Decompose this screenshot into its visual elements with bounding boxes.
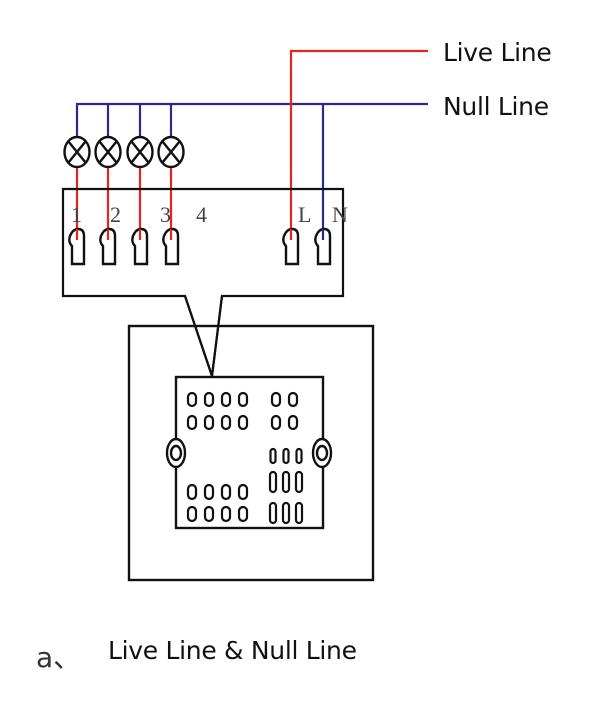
lamp-cross-circle-icon	[157, 135, 185, 169]
contact-slot	[186, 391, 198, 408]
contact-pin	[268, 470, 278, 494]
contact-pin	[294, 501, 304, 525]
switch-outer-plate	[127, 324, 375, 582]
contact-slot	[220, 391, 232, 408]
contact-slot	[287, 391, 299, 408]
mounting-screw-icon	[311, 437, 333, 469]
contact-slot	[270, 414, 282, 431]
caption-prefix: a、	[36, 641, 82, 674]
contact-pin	[268, 501, 278, 525]
contact-slot	[186, 414, 198, 431]
contact-slot	[203, 414, 215, 431]
contact-slot	[220, 483, 232, 501]
caption-text: Live Line & Null Line	[108, 636, 357, 665]
lamp-cross-circle-icon	[63, 135, 91, 169]
live-main-line	[289, 49, 428, 236]
contact-slot	[237, 414, 249, 431]
terminal-label-2: 2	[110, 202, 121, 227]
terminal-label-4: 4	[196, 202, 207, 227]
lamp-cross-circle-icon	[94, 135, 122, 169]
mounting-holes	[165, 437, 333, 469]
terminal-label-1: 1	[71, 202, 82, 227]
contact-pin	[269, 447, 277, 465]
contact-slot	[203, 505, 215, 523]
terminal-label-3: 3	[160, 202, 171, 227]
contact-slot	[270, 391, 282, 408]
terminal-slot-l	[282, 227, 300, 266]
contact-slot	[220, 414, 232, 431]
contact-slot	[186, 505, 198, 523]
lamps	[63, 135, 185, 169]
terminal-slot-3	[131, 227, 149, 266]
null-wire	[75, 102, 428, 236]
terminal-label-n: N	[332, 202, 348, 227]
contact-pin	[294, 470, 304, 494]
mounting-screw-icon	[165, 437, 187, 469]
contact-slot	[237, 391, 249, 408]
live-line-label: Live Line	[443, 38, 552, 67]
callout-pointer	[183, 295, 224, 377]
lamp-cross-circle-icon	[126, 135, 154, 169]
contact-slot	[237, 505, 249, 523]
contact-slot	[220, 505, 232, 523]
contact-slot	[203, 391, 215, 408]
null-line-label: Null Line	[443, 92, 549, 121]
contact-slot	[237, 483, 249, 501]
live-wire	[75, 49, 428, 236]
module-contacts	[186, 391, 304, 525]
contact-pin	[281, 501, 291, 525]
terminal-slot-n	[314, 227, 332, 266]
slot-wire-ends	[75, 229, 325, 240]
terminal-slot-2	[99, 227, 117, 266]
contact-pin	[281, 470, 291, 494]
terminal-slots	[68, 227, 332, 266]
null-bus-line	[75, 102, 428, 138]
terminal-slot-4	[162, 227, 180, 266]
contact-pin	[295, 447, 303, 465]
terminal-labels: 1 2 3 4 L N	[71, 202, 348, 227]
contact-slot	[287, 414, 299, 431]
terminal-slot-1	[68, 227, 86, 266]
contact-slot	[203, 483, 215, 501]
contact-slot	[186, 483, 198, 501]
contact-pin	[282, 447, 290, 465]
terminal-label-l: L	[298, 202, 311, 227]
